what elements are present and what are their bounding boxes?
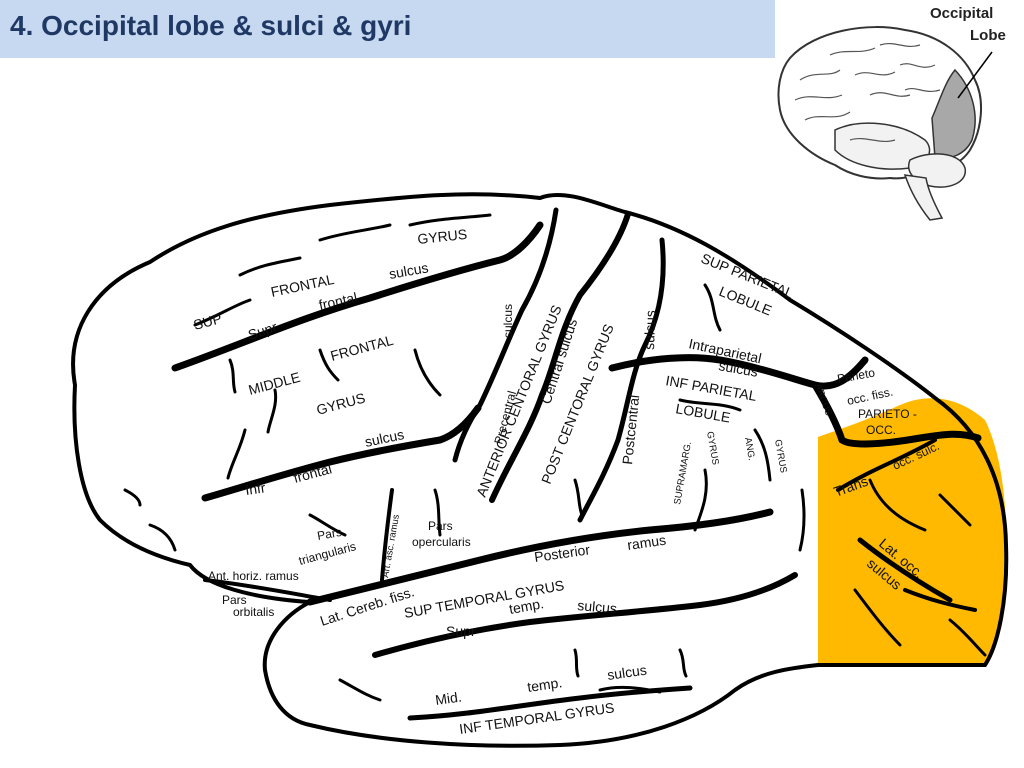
label-occ-fiss: occ. fiss. (846, 385, 895, 408)
label-gyrus-sm: GYRUS (704, 431, 721, 466)
inset-pointer-line (957, 51, 993, 99)
label-sulcus-ip: sulcus (717, 357, 759, 380)
trans-occ-sulcus-line (836, 438, 937, 492)
label-supr: Supr (246, 318, 279, 342)
lateral-cerebral-fissure-line (306, 508, 774, 606)
label-pars-orb-2: orbitalis (233, 605, 274, 619)
label-gyrus-ang: GYRUS (772, 439, 789, 474)
art-asc-ramus-line (380, 488, 394, 582)
label-supramarg: SUPRAMARG. (672, 441, 694, 506)
label-frontal-caps: FRONTAL (329, 332, 395, 364)
label-frontal-mid: frontal (317, 289, 358, 313)
brain-outline (71, 192, 1009, 748)
label-posterior: Posterior (533, 541, 591, 565)
label-frontal-low: frontal (292, 460, 334, 486)
label-sulcus-st: sulcus (577, 597, 618, 616)
intraparietal-sulcus-line (608, 354, 869, 390)
occipital-lobe-highlight (818, 398, 1007, 665)
parieto-occipital-fissure-line (811, 381, 982, 448)
label-pars-tri-2: triangularis (297, 539, 357, 568)
label-pars-oper-2: opercularis (412, 535, 471, 549)
superior-temporal-sulcus-line (372, 572, 798, 658)
label-precentral-sulcus: sulcus (501, 304, 515, 338)
title-bar: 4. Occipital lobe & sulci & gyri (0, 0, 775, 58)
label-supr-t: Supr (446, 623, 476, 639)
inset-gyri-lines (794, 42, 941, 143)
inset-brainstem (903, 174, 944, 221)
inset-label-line2: Lobe (970, 27, 1006, 44)
inferior-frontal-sulcus-line (201, 404, 482, 502)
label-parieto-occ-1: PARIETO - (858, 407, 917, 421)
label-infr: Infr (244, 479, 267, 498)
label-pars-tri-1: Pars (316, 525, 343, 543)
secondary-sulci (123, 213, 987, 702)
superior-frontal-sulcus-line (171, 221, 544, 372)
postcentral-sulcus-line (577, 237, 666, 523)
label-parieto: Parieto (836, 366, 876, 386)
inset-occipital-region (931, 68, 976, 160)
inset-brain: Occipital Lobe (777, 5, 1006, 221)
inset-label-line1: Occipital (930, 5, 993, 22)
label-gyrus-mid: GYRUS (315, 390, 367, 418)
label-sulcus-mt: sulcus (606, 662, 648, 683)
label-sulcus-top: sulcus (388, 259, 430, 282)
label-postcentral-sulcus: sulcus (641, 310, 658, 350)
label-temp: temp. (508, 595, 545, 617)
label-pars-orb-1: Pars (222, 593, 247, 607)
label-ant-horiz-ramus: Ant. horiz. ramus (208, 569, 299, 583)
label-ramus: ramus (626, 532, 667, 553)
label-mid: Mid. (434, 688, 462, 708)
ant-horiz-ramus-line (203, 578, 332, 602)
lat-occ-sulcus-line (857, 537, 953, 603)
label-postcentral: Postcentral (619, 394, 642, 465)
label-parieto-occ-2: OCC. (866, 423, 896, 437)
label-ang: ANG. (742, 437, 757, 462)
label-lobule-low: LOBULE (674, 400, 731, 425)
precentral-sulcus-line (452, 207, 559, 463)
label-gyrus-top: GYRUS (417, 226, 468, 247)
label-sup: SUP (192, 310, 224, 333)
label-pars-oper-1: Pars (428, 519, 453, 533)
label-temp-mid: temp. (526, 674, 563, 695)
sulci-lines (171, 207, 982, 721)
slide-title: 4. Occipital lobe & sulci & gyri (10, 10, 412, 41)
central-sulcus-line (489, 211, 631, 503)
